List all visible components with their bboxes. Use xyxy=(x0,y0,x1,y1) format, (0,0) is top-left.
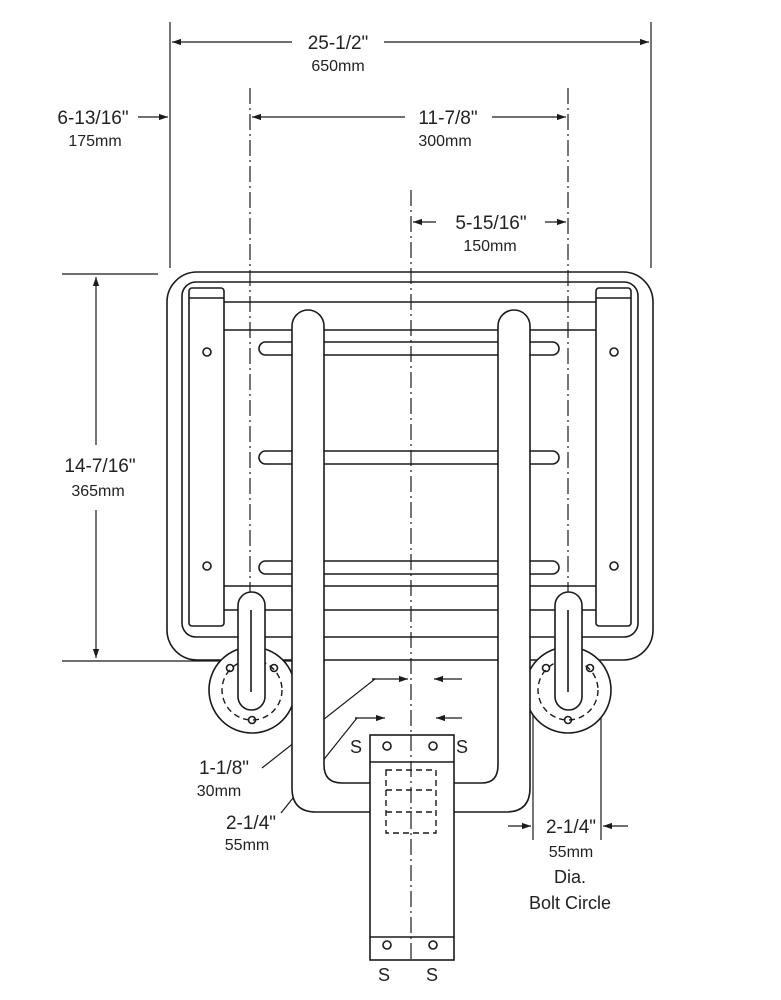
bolt-circle-metric: 55mm xyxy=(549,844,593,861)
half-spacing-imperial: 5-15/16" xyxy=(455,213,526,234)
overall-width-metric: 650mm xyxy=(311,58,364,75)
screw-labels: S S S S xyxy=(350,737,468,985)
leg-width-imperial: 1-1/8" xyxy=(199,758,249,779)
u-support-legs xyxy=(291,309,531,813)
screw-label: S xyxy=(426,965,438,985)
center-wall-bracket xyxy=(369,734,455,961)
bolt-circle-caption-1: Dia. xyxy=(554,867,586,887)
mount-spacing-metric: 300mm xyxy=(418,133,471,150)
bolt-circle-caption-2: Bolt Circle xyxy=(529,893,611,913)
screw-label: S xyxy=(378,965,390,985)
bolt-circle-imperial: 2-1/4" xyxy=(546,817,596,838)
overall-width-imperial: 25-1/2" xyxy=(308,33,369,54)
leg-width-metric: 30mm xyxy=(197,783,241,800)
dimension-labels: 25-1/2" 650mm 6-13/16" 175mm 11-7/8" 300… xyxy=(57,33,611,913)
seat-depth-metric: 365mm xyxy=(71,483,124,500)
bracket-width-imperial: 2-1/4" xyxy=(226,813,276,834)
bracket-width-metric: 55mm xyxy=(225,837,269,854)
mount-spacing-imperial: 11-7/8" xyxy=(418,108,477,129)
edge-offset-imperial: 6-13/16" xyxy=(57,108,128,129)
screw-label: S xyxy=(350,737,362,757)
seat-frame xyxy=(166,271,654,661)
edge-offset-metric: 175mm xyxy=(68,133,121,150)
screw-label: S xyxy=(456,737,468,757)
half-spacing-metric: 150mm xyxy=(463,238,516,255)
seat-depth-imperial: 14-7/16" xyxy=(64,456,135,477)
seat-slats xyxy=(258,341,560,575)
side-rails xyxy=(188,287,632,627)
right-wall-flange xyxy=(524,591,612,734)
left-wall-flange xyxy=(208,591,296,734)
